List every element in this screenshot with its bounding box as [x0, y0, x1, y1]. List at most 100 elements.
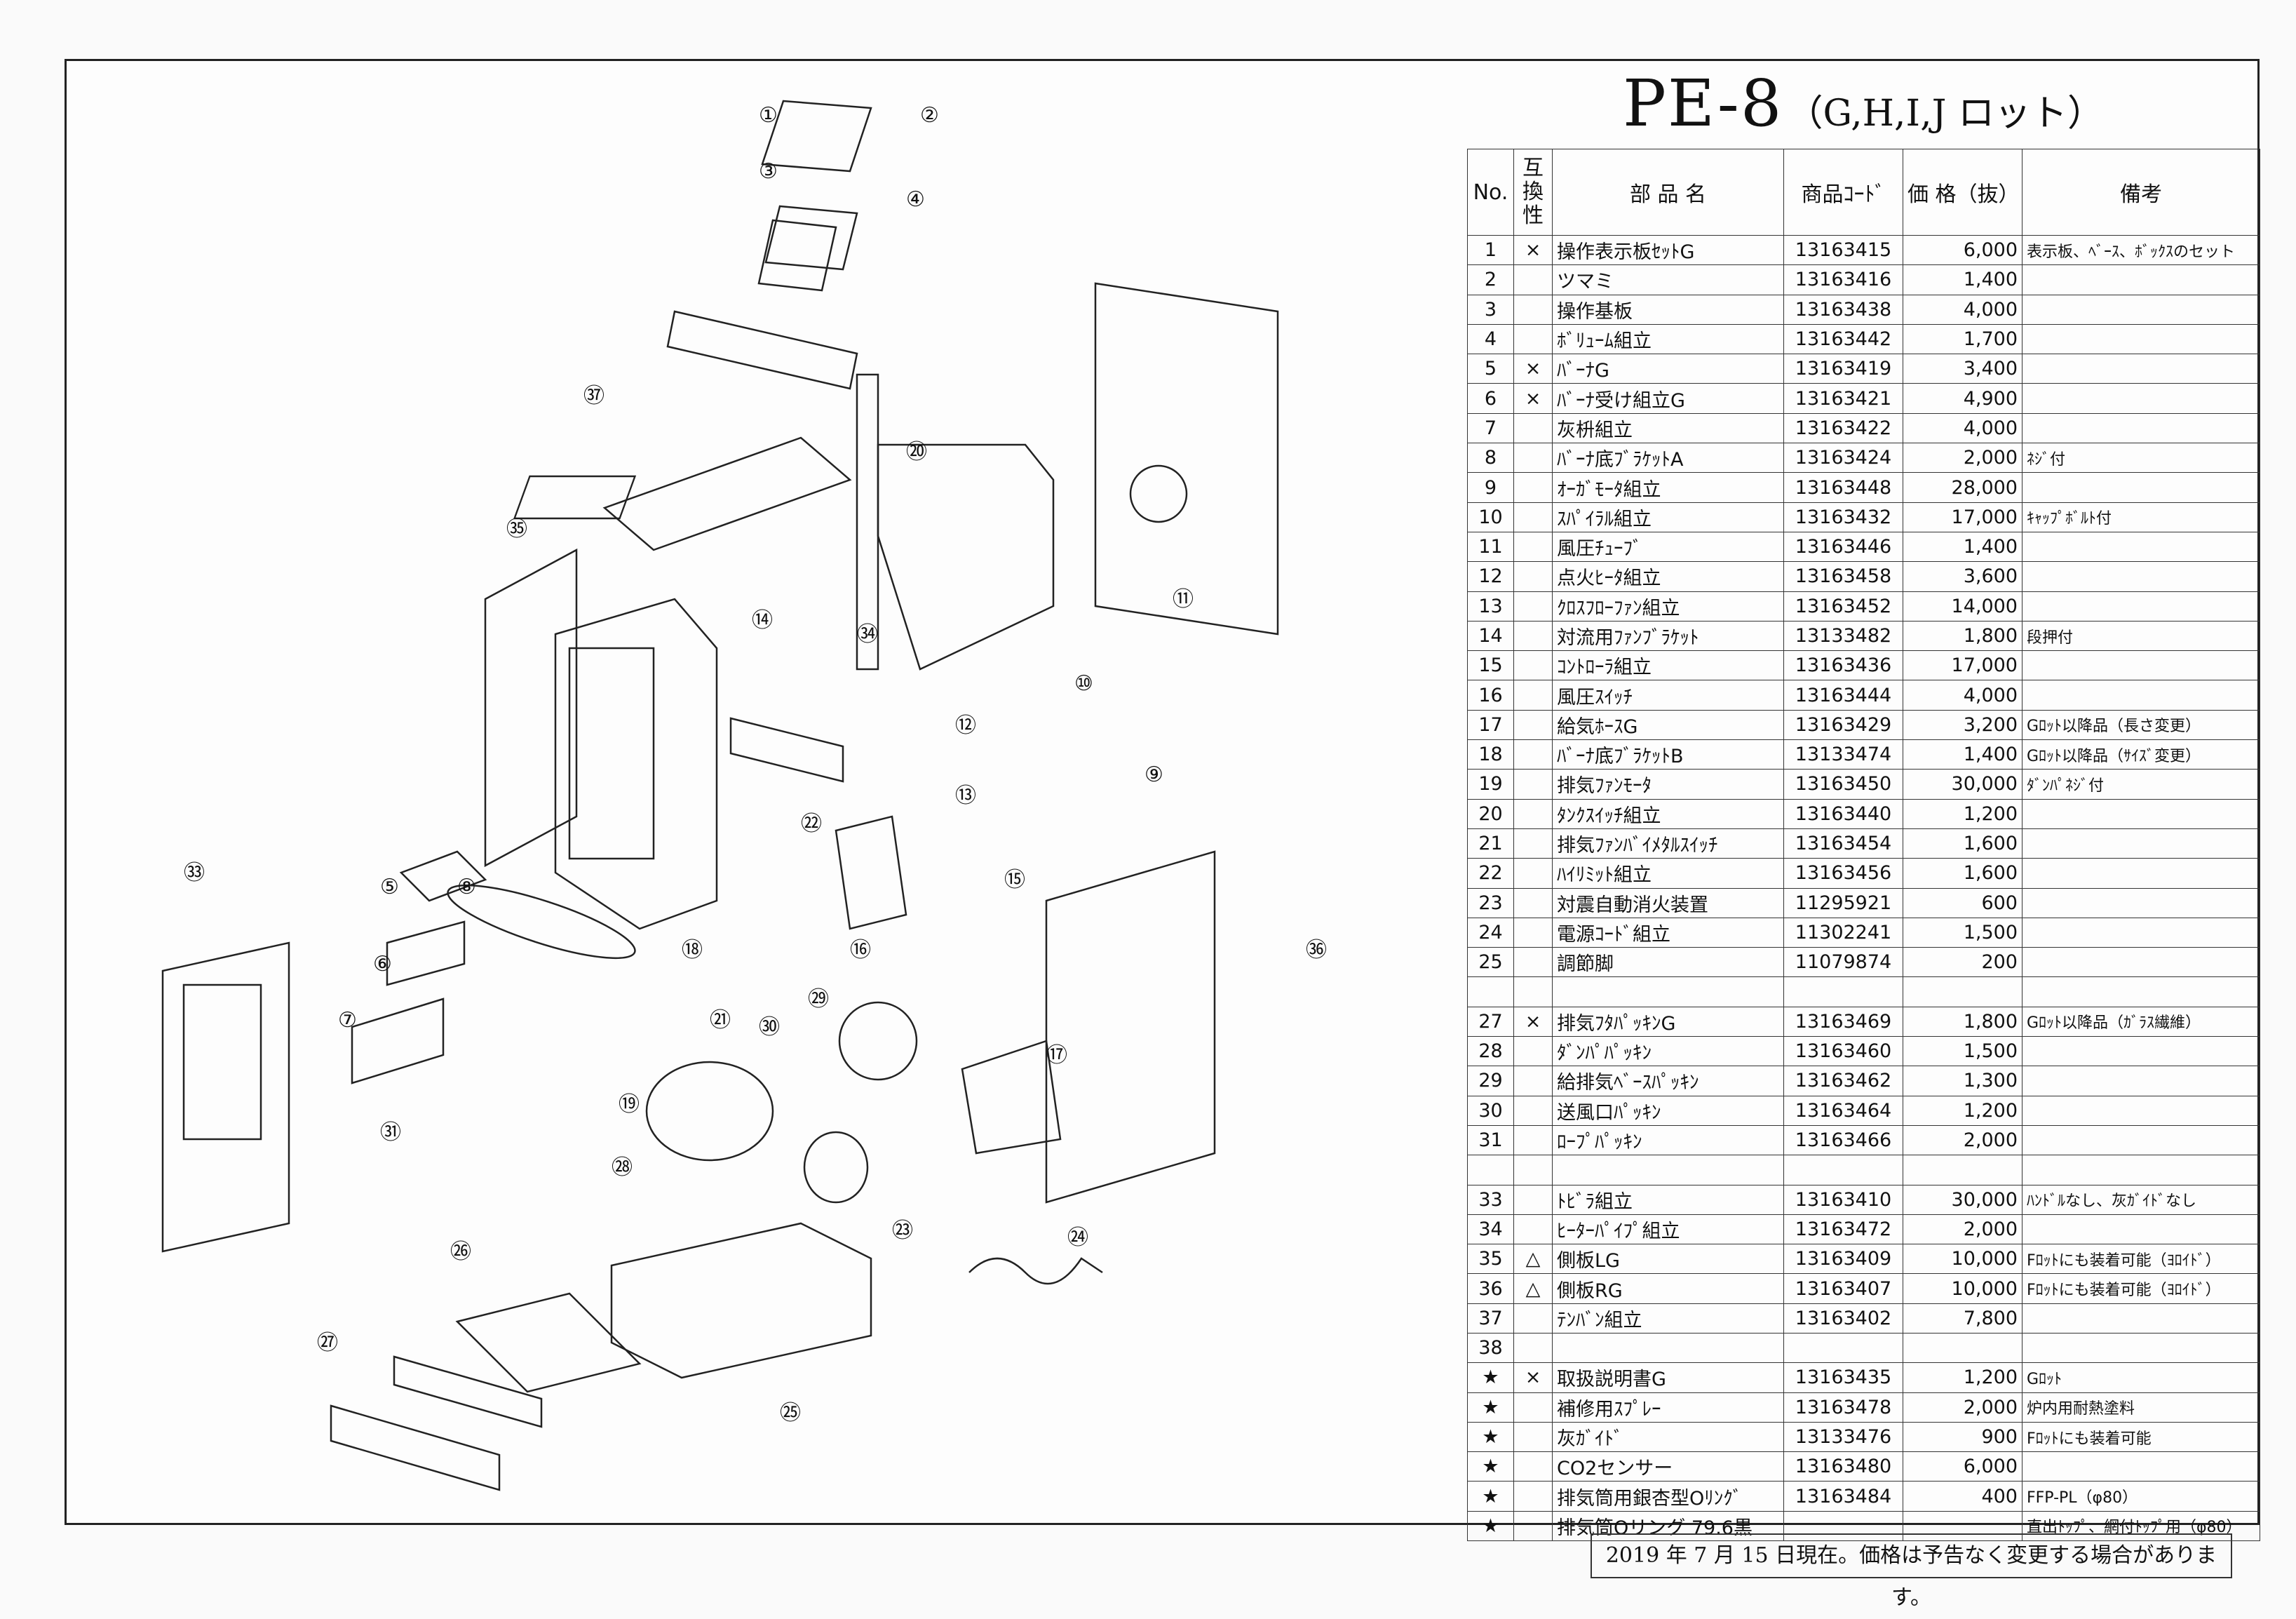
- cell-ic: [1513, 1481, 1553, 1512]
- cell-price: 900: [1903, 1421, 2022, 1453]
- cell-ic: [1513, 858, 1553, 889]
- cell-ic: [1513, 709, 1553, 741]
- cell-no: 17: [1467, 709, 1514, 741]
- part-top-plate: [602, 436, 852, 551]
- cell-code: 13163464: [1783, 1095, 1903, 1126]
- cell-note: [2022, 1124, 2260, 1156]
- cell-ic: [1513, 472, 1553, 503]
- cell-note: Fﾛｯﾄにも装着可能（ﾖﾛｲﾄﾞ）: [2022, 1273, 2260, 1304]
- cell-price: 1,600: [1903, 858, 2022, 889]
- cell-code: 13163424: [1783, 443, 1903, 473]
- cell-no: 21: [1467, 828, 1514, 859]
- cell-ic: [1513, 531, 1553, 563]
- model-name: PE-8: [1622, 66, 1783, 141]
- cell-note: [2022, 858, 2260, 889]
- cell-code: 13163429: [1783, 709, 1903, 741]
- part-control-box: [757, 219, 837, 292]
- cell-note: [2022, 354, 2260, 384]
- cell-ic: ×: [1513, 354, 1553, 384]
- callout-25: ㉕: [780, 1401, 801, 1425]
- part-lower-plate-2: [393, 1355, 543, 1428]
- cell-ic: [1513, 561, 1553, 592]
- callout-4: ④: [906, 187, 925, 212]
- cell-name: ｺﾝﾄﾛｰﾗ組立: [1552, 650, 1784, 681]
- cell-ic: [1513, 1095, 1553, 1126]
- callout-1: ①: [759, 103, 778, 128]
- cell-note: 表示板、ﾍﾞｰｽ、ﾎﾞｯｸｽのセット: [2022, 234, 2260, 266]
- cell-price: 1,200: [1903, 1095, 2022, 1126]
- cell-code: 13163422: [1783, 412, 1903, 444]
- cell-ic: [1513, 264, 1553, 295]
- cell-ic: [1513, 1510, 1553, 1542]
- cell-no: 13: [1467, 591, 1514, 622]
- cell-name: 対流用ﾌｧﾝﾌﾞﾗｹｯﾄ: [1552, 620, 1784, 652]
- cell-note: [2022, 294, 2260, 325]
- cell-no: 33: [1467, 1184, 1514, 1215]
- cell-no: 4: [1467, 323, 1514, 355]
- cell-note: [2022, 1214, 2260, 1245]
- cell-code: 13163407: [1783, 1273, 1903, 1304]
- cell-name: 点火ﾋｰﾀ組立: [1552, 561, 1784, 592]
- cell-code: 13163456: [1783, 858, 1903, 889]
- cell-name: ﾄﾋﾞﾗ組立: [1552, 1184, 1784, 1215]
- price-notice: 2019 年 7 月 15 日現在。価格は予告なく変更する場合があります。: [1591, 1533, 2232, 1610]
- part-heater-pipe: [729, 717, 844, 783]
- cell-price: [1903, 976, 2022, 1007]
- cell-no: 15: [1467, 650, 1514, 681]
- cell-price: 1,400: [1903, 264, 2022, 295]
- callout-13: ⑬: [955, 784, 976, 808]
- cell-note: FFP-PL（φ80）: [2022, 1481, 2260, 1512]
- part-air-hose: [961, 1040, 1062, 1155]
- cell-code: 13163436: [1783, 650, 1903, 681]
- cell-no: ★: [1467, 1392, 1514, 1423]
- header-no: No.: [1467, 149, 1514, 236]
- cell-no: 7: [1467, 412, 1514, 444]
- callout-3: ③: [759, 159, 778, 184]
- cell-note: [2022, 412, 2260, 444]
- callout-17: ⑰: [1046, 1043, 1067, 1068]
- cell-code: 13163450: [1783, 769, 1903, 800]
- cell-name: ツマミ: [1552, 264, 1784, 295]
- cell-price: 1,500: [1903, 1036, 2022, 1067]
- cell-no: 23: [1467, 887, 1514, 918]
- part-top-cover: [666, 310, 858, 390]
- cell-name: ｽﾊﾟｲﾗﾙ組立: [1552, 502, 1784, 532]
- sheet-title: PE-8 （G,H,I,J ロット）: [1467, 59, 2260, 149]
- cell-ic: [1513, 769, 1553, 800]
- cell-no: ★: [1467, 1451, 1514, 1482]
- cell-ic: [1513, 739, 1553, 770]
- cell-name: 取扱説明書G: [1552, 1362, 1784, 1393]
- cell-ic: [1513, 591, 1553, 622]
- table-header-row: No. 互換性 部 品 名 商品ｺｰﾄﾞ 価 格（抜） 備考: [1467, 149, 2260, 236]
- cell-code: 13163421: [1783, 383, 1903, 414]
- cell-note: [2022, 680, 2260, 711]
- cell-name: ﾊﾞｰﾅ底ﾌﾞﾗｹｯﾄA: [1552, 443, 1784, 473]
- callout-7: ⑦: [338, 1008, 357, 1033]
- cell-note: [2022, 591, 2260, 622]
- cell-price: 17,000: [1903, 502, 2022, 532]
- part-burner-holder: [386, 920, 466, 986]
- cell-note: [2022, 650, 2260, 681]
- cell-no: ★: [1467, 1481, 1514, 1512]
- cell-name: 側板RG: [1552, 1273, 1784, 1304]
- part-main-frame: [554, 598, 718, 930]
- cell-ic: [1513, 502, 1553, 532]
- cell-code: 13163440: [1783, 798, 1903, 829]
- cell-ic: [1513, 1451, 1553, 1482]
- cell-name: 灰枡組立: [1552, 412, 1784, 444]
- cell-price: 30,000: [1903, 1184, 2022, 1215]
- cell-no: [1467, 1155, 1514, 1185]
- cell-note: [2022, 828, 2260, 859]
- cell-no: [1467, 976, 1514, 1007]
- cell-no: 6: [1467, 383, 1514, 414]
- cell-ic: △: [1513, 1244, 1553, 1275]
